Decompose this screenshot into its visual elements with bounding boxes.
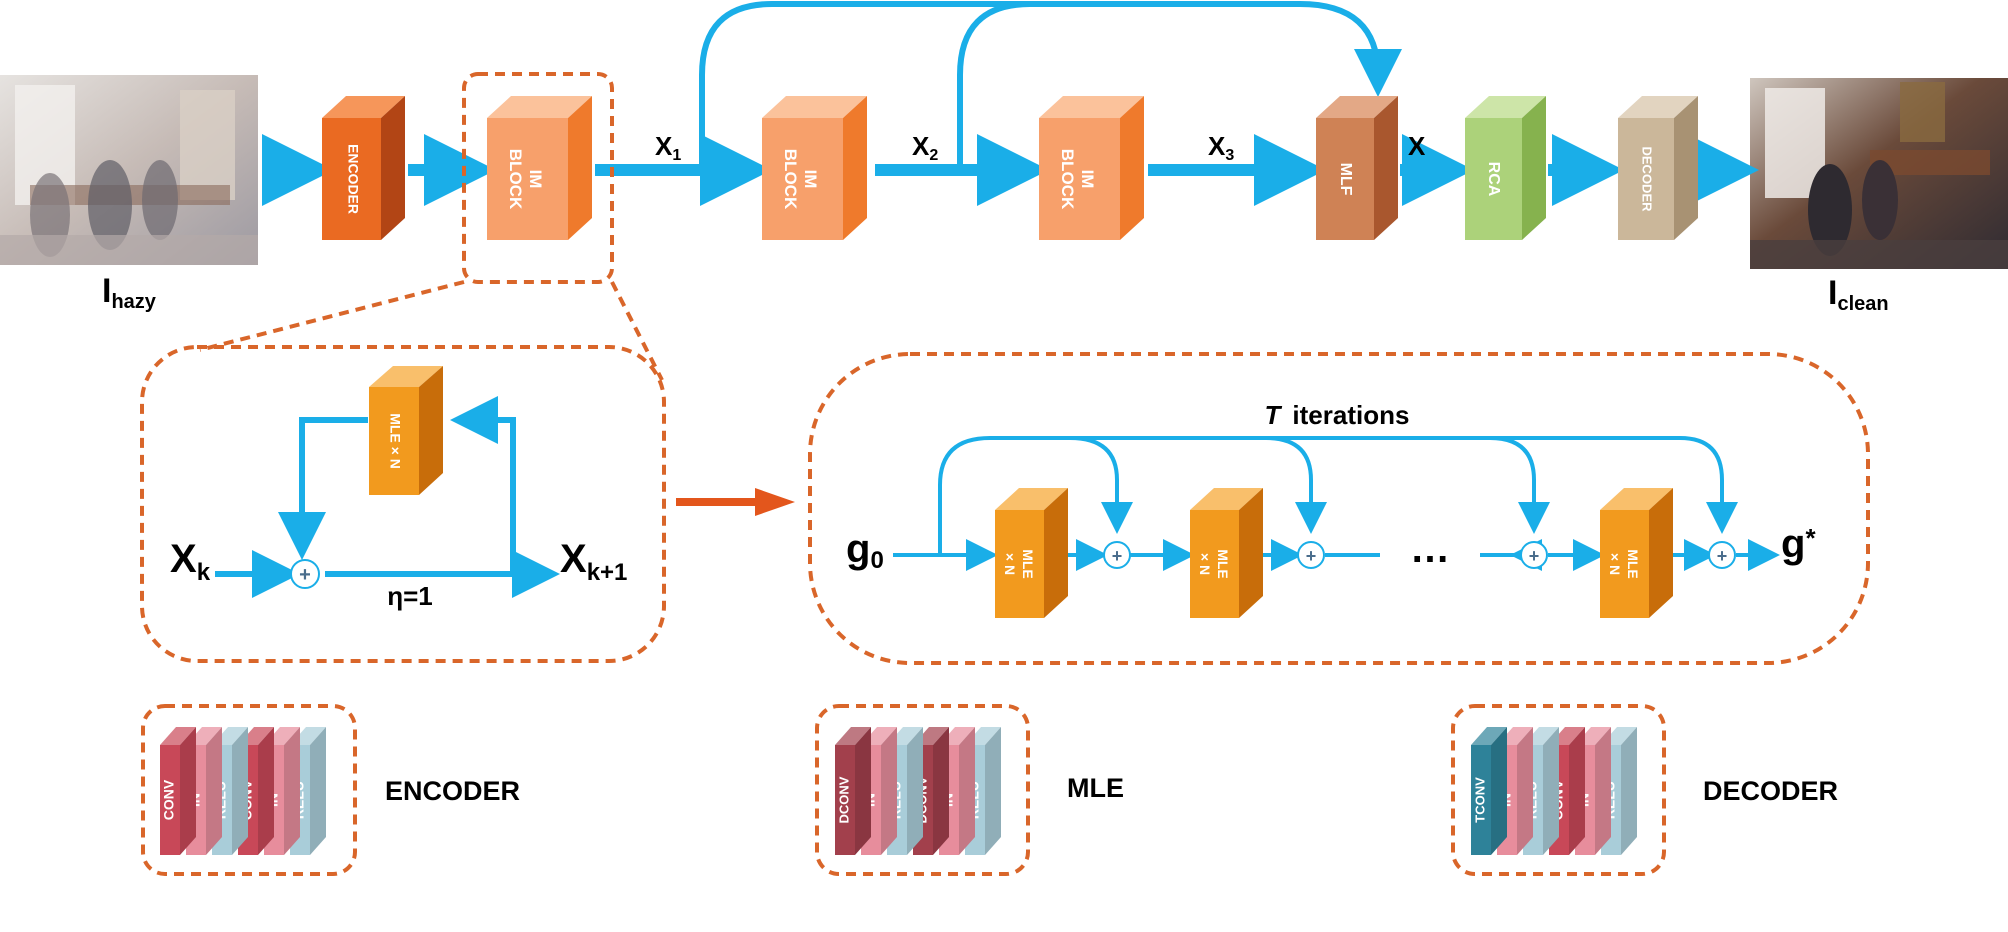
im-block-3: IMBLOCK xyxy=(1039,96,1144,240)
decoder-legend-title: DECODER xyxy=(1703,776,1838,806)
layer-dconv: DCONV xyxy=(835,727,871,855)
svg-text:+: + xyxy=(1717,546,1728,566)
iter-mle-block-1: MLE× N xyxy=(995,488,1068,618)
encoder-legend-box xyxy=(141,704,357,876)
svg-text:MLE× N: MLE× N xyxy=(1002,549,1036,579)
gstar-label: g* xyxy=(1781,522,1816,566)
svg-text:MLE× N: MLE× N xyxy=(1197,549,1231,579)
svg-text:IMBLOCK: IMBLOCK xyxy=(1058,149,1097,210)
x3-label: X3 xyxy=(1208,131,1234,164)
svg-text:MLE × N: MLE × N xyxy=(387,413,403,469)
input-label: Ihazy xyxy=(102,272,157,313)
im-block-1: IMBLOCK xyxy=(487,96,592,240)
clean-output-image xyxy=(1750,78,2008,269)
svg-text:RCA: RCA xyxy=(1485,162,1502,197)
mle-layer-stack: RELUINDCONVRELUINDCONV xyxy=(835,727,1001,855)
x-label: X xyxy=(1408,131,1426,161)
svg-text:+: + xyxy=(299,564,311,586)
layer-tconv: TCONV xyxy=(1471,727,1507,855)
expand-arrow xyxy=(676,488,795,516)
svg-text:+: + xyxy=(1112,546,1123,566)
im-mle-block: MLE × N xyxy=(369,366,443,495)
iter-plus-node-2: + xyxy=(1297,541,1325,569)
rca-block: RCA xyxy=(1465,96,1546,240)
mlf-block: MLF xyxy=(1316,96,1398,240)
iter-mle-block-2: MLE× N xyxy=(1190,488,1263,618)
iter-plus-node-3: + xyxy=(1520,541,1548,569)
x2-label: X2 xyxy=(912,131,938,164)
encoder-layer-stack: RELUINCONVRELUINCONV xyxy=(160,727,326,855)
layer-conv: CONV xyxy=(160,727,196,855)
x1-label: X1 xyxy=(655,131,681,164)
hazy-input-image xyxy=(0,75,258,265)
svg-text:IMBLOCK: IMBLOCK xyxy=(506,149,545,210)
im-detail-panel xyxy=(140,345,666,663)
iter-mle-block-3: MLE× N xyxy=(1600,488,1673,618)
svg-text:+: + xyxy=(1529,546,1540,566)
decoder-layer-stack: RELUINCONVRELUINTCONV xyxy=(1471,727,1637,855)
im-block-highlight xyxy=(199,72,664,381)
iter-plus-node-1: + xyxy=(1103,541,1131,569)
svg-text:MLE× N: MLE× N xyxy=(1607,549,1641,579)
skip-connections xyxy=(699,0,1402,170)
xk-label: Xk xyxy=(170,537,211,586)
layer-label: DCONV xyxy=(836,776,851,823)
decoder-legend-box xyxy=(1451,704,1666,876)
svg-text:MLF: MLF xyxy=(1337,163,1354,196)
mle-legend-box xyxy=(815,704,1030,876)
decoder-block: DECODER xyxy=(1618,96,1698,240)
svg-text:DECODER: DECODER xyxy=(1640,146,1655,212)
im-block-2: IMBLOCK xyxy=(762,96,867,240)
im-plus-node: + xyxy=(290,559,320,589)
layer-label: CONV xyxy=(161,779,177,820)
iter-plus-node-4: + xyxy=(1708,541,1736,569)
iterations-panel xyxy=(808,352,1870,665)
layer-label: TCONV xyxy=(1472,777,1487,823)
iteration-arrows xyxy=(893,436,1780,571)
eta-label: η=1 xyxy=(387,581,433,611)
output-label: Iclean xyxy=(1828,274,1889,315)
svg-text:IMBLOCK: IMBLOCK xyxy=(781,149,820,210)
xk1-label: Xk+1 xyxy=(560,537,627,586)
encoder-legend-title: ENCODER xyxy=(385,776,520,806)
encoder-block: ENCODER xyxy=(322,96,405,240)
svg-text:+: + xyxy=(1306,546,1317,566)
mle-legend-title: MLE xyxy=(1067,773,1124,803)
g0-label: g0 xyxy=(846,527,884,574)
svg-text:ENCODER: ENCODER xyxy=(345,144,361,214)
ellipsis: … xyxy=(1410,527,1450,571)
im-detail-arrows xyxy=(215,396,560,598)
